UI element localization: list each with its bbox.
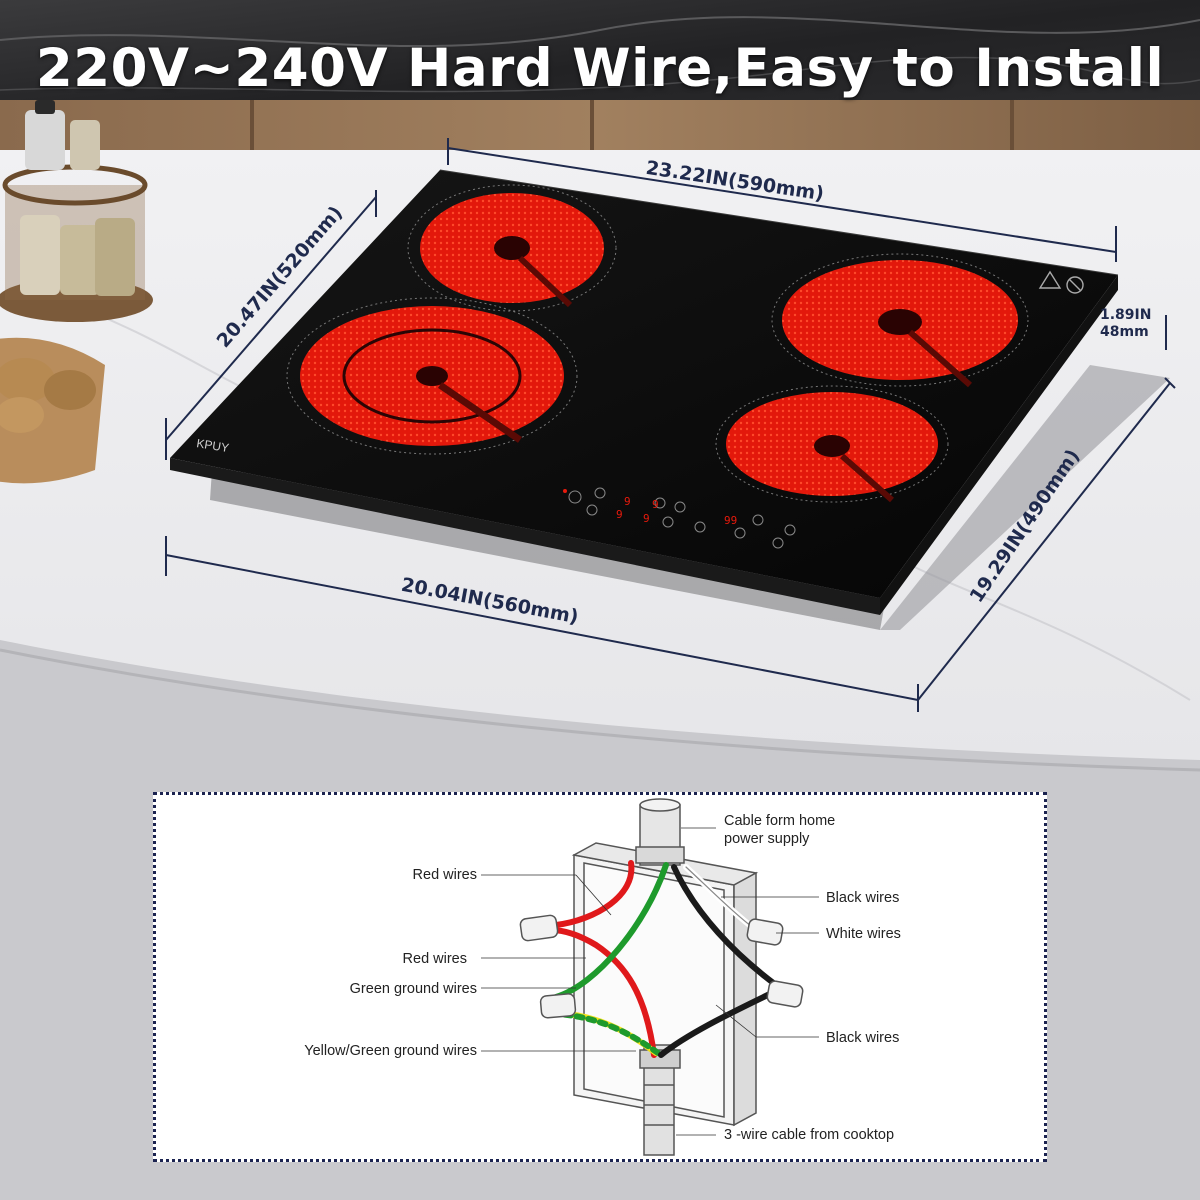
burner-back-right (771, 253, 1029, 388)
cooktop-cable (639, 1044, 681, 1156)
label-cooktop-cable: 3 -wire cable from cooktop (724, 1127, 895, 1143)
label-cable-home-line2: power supply (724, 831, 810, 847)
junction-box-illustration (481, 798, 819, 1156)
dimension-lines (165, 138, 1176, 712)
display-digit-4: 9 (643, 512, 650, 525)
burner-back-left (407, 184, 617, 312)
wiring-diagram: Cable form home power supply Red wires R… (153, 792, 1047, 1162)
headline: 220V~240V Hard Wire,Easy to Install (35, 38, 1165, 99)
spice-rack (0, 100, 153, 322)
dim-thickness-mm: 48mm (1100, 324, 1149, 340)
display-timer: 99 (724, 514, 737, 527)
potato-basket (0, 337, 105, 484)
label-white-wires: White wires (826, 926, 901, 942)
burner-front-left-dual (286, 297, 578, 455)
label-black-wires-top: Black wires (826, 890, 900, 906)
label-cable-home-line1: Cable form home (724, 813, 836, 829)
home-power-cable (635, 798, 685, 866)
burner-front-right (715, 385, 949, 503)
label-black-wires-bottom: Black wires (826, 1030, 900, 1046)
label-yellow-green-ground: Yellow/Green ground wires (304, 1043, 477, 1059)
no-touch-icon (1066, 276, 1084, 294)
brand-logo: KPUY (196, 436, 230, 455)
junction-box (571, 842, 759, 1127)
wire-nuts (519, 914, 804, 1019)
label-red-wires-mid: Red wires (402, 951, 467, 967)
touch-control-panel: 9 9 9 9 99 (563, 487, 796, 549)
leader-lines (481, 827, 819, 1136)
display-digit-3: 9 (616, 508, 623, 521)
display-digit-1: 9 (624, 495, 631, 508)
hot-surface-warning-icon (1038, 270, 1062, 289)
label-red-wires-top: Red wires (412, 867, 477, 883)
display-digit-2: 9 (652, 498, 659, 511)
label-green-ground: Green ground wires (349, 981, 477, 997)
dim-thickness-in: 1.89IN (1100, 307, 1152, 323)
